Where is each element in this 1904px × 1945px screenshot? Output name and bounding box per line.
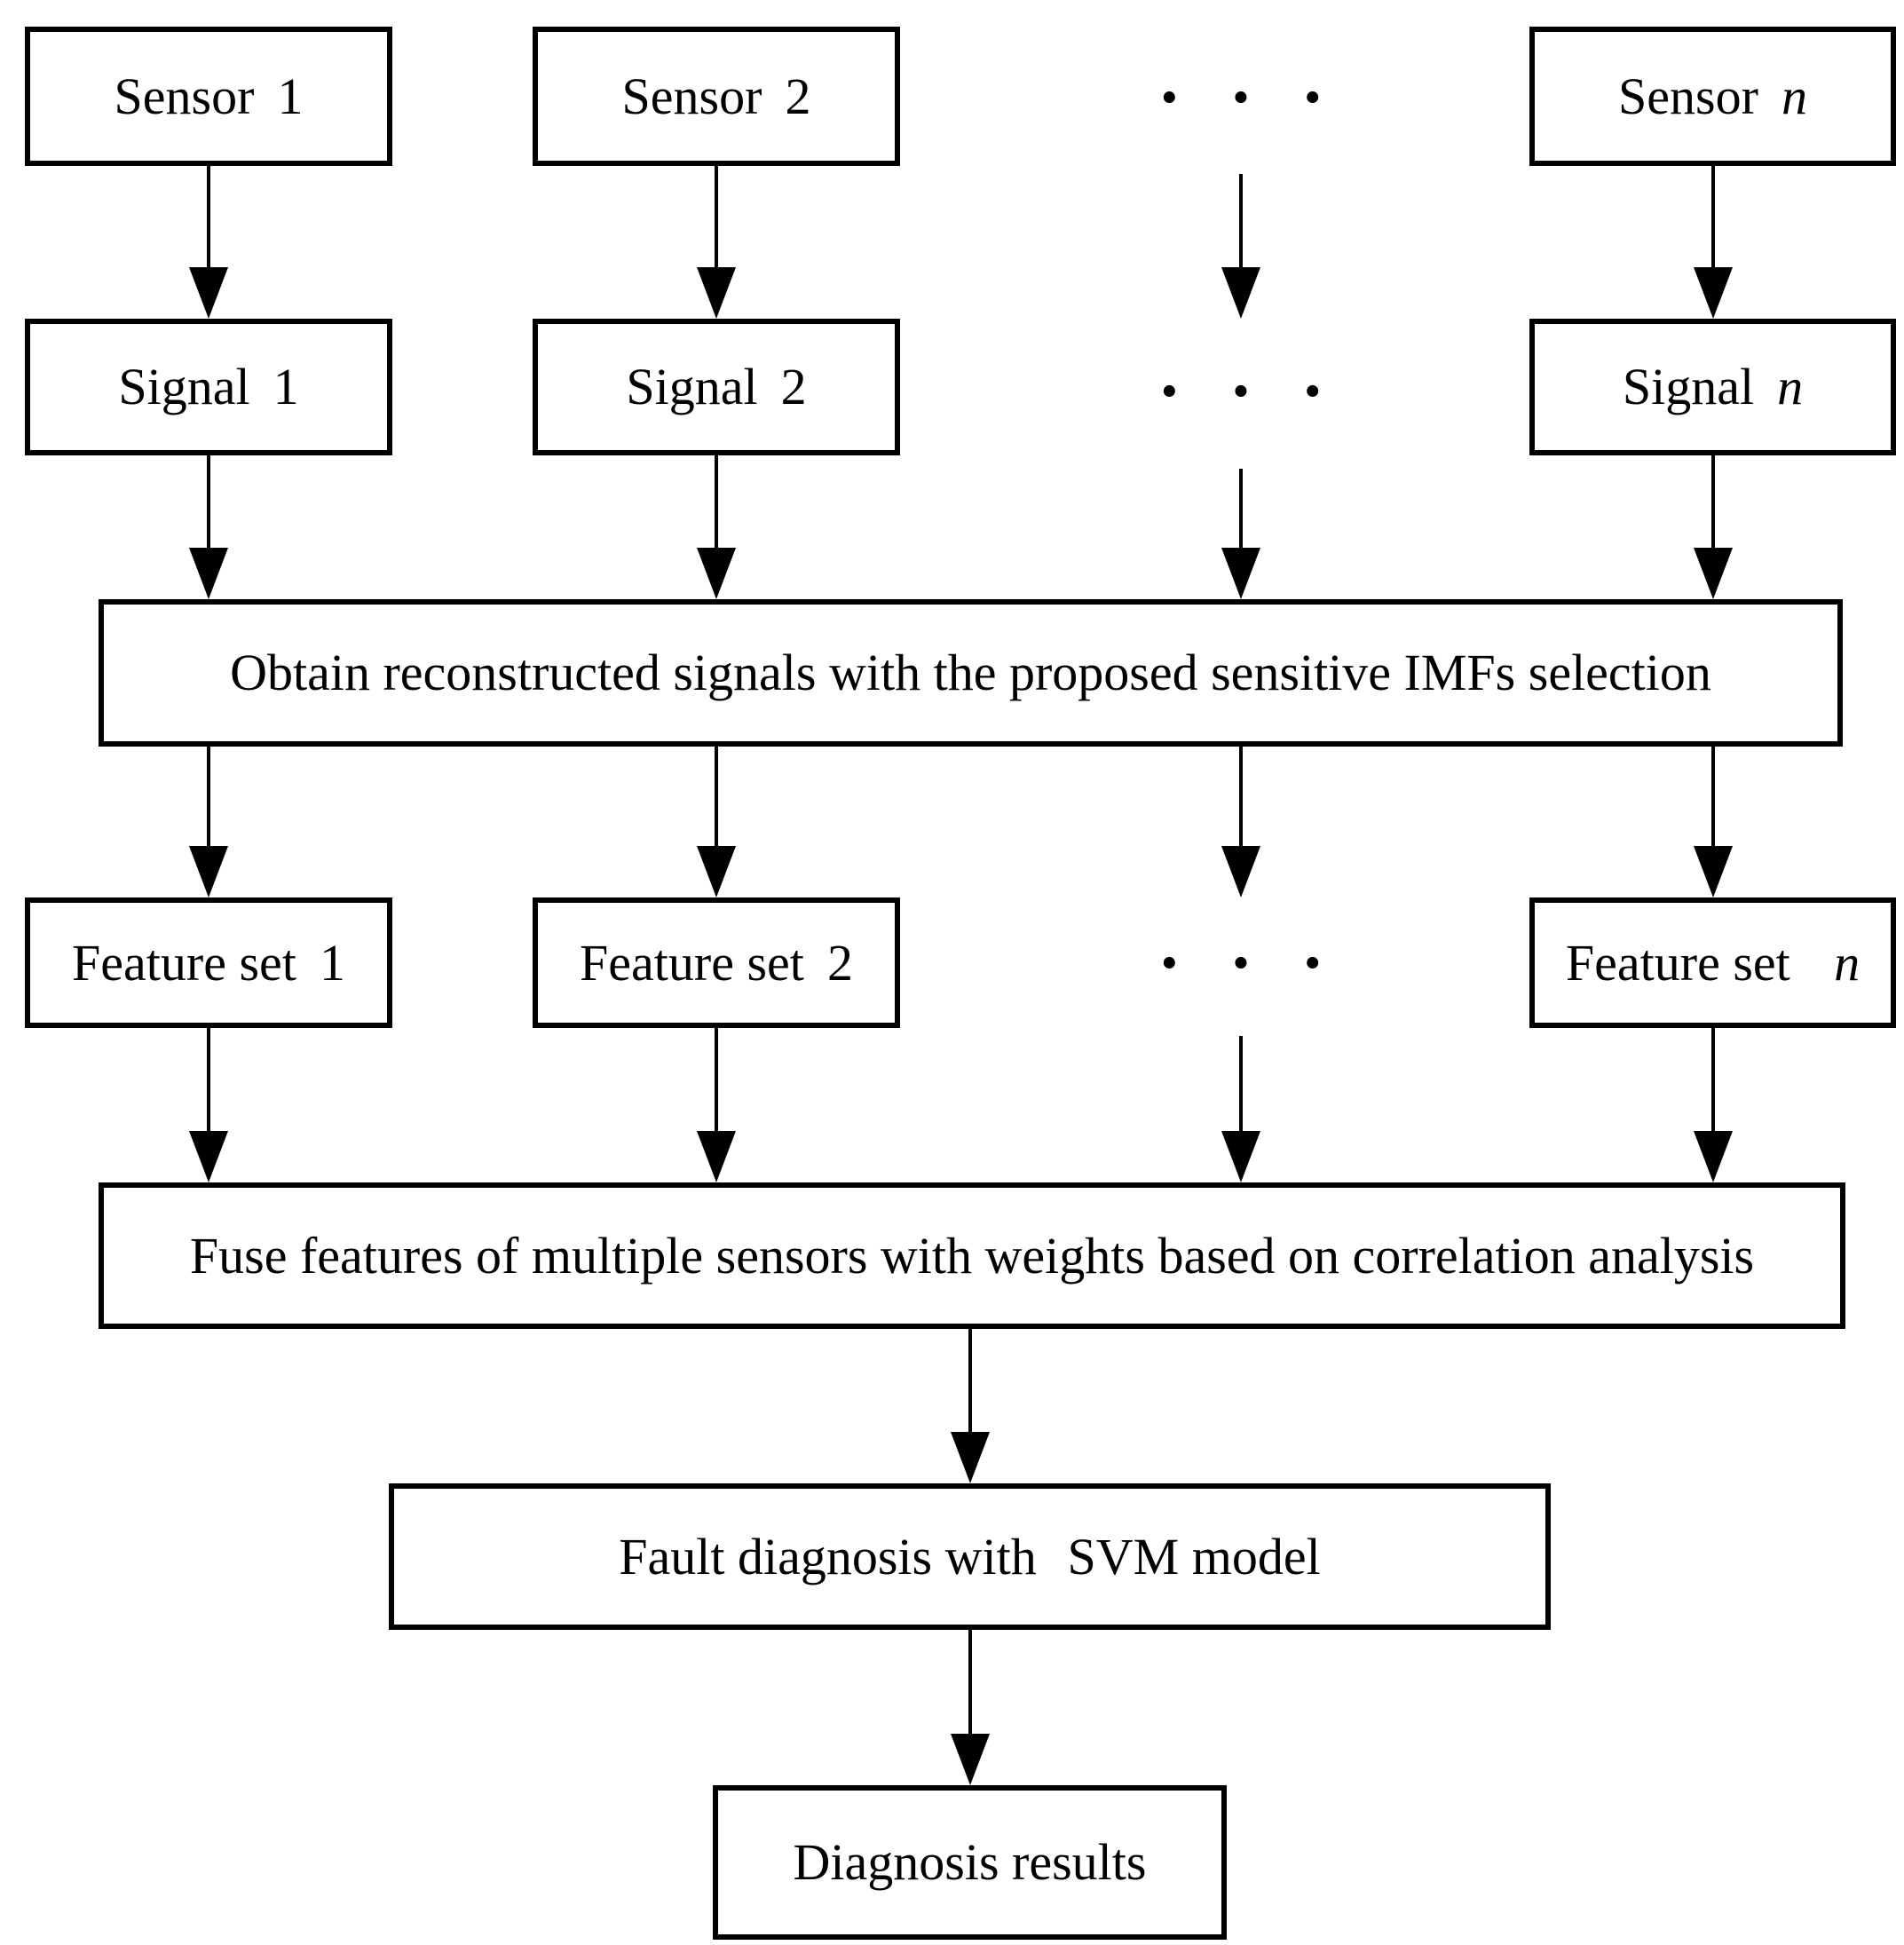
arrow-imf-feature1 [189, 747, 228, 897]
arrow-svm-diagnosis [951, 1630, 990, 1785]
arrow-imf-featuren [1694, 747, 1733, 897]
flow-node-sensor-1: Sensor 1 [25, 27, 392, 166]
arrow-ellipsis-col-row1 [1221, 174, 1260, 319]
arrow-feature1-fusion [189, 1028, 228, 1182]
node-label-part2: SVM model [1067, 1527, 1321, 1585]
arrow-sensor2-signal2 [697, 166, 736, 319]
flow-node-signal-2: Signal 2 [533, 319, 900, 455]
arrow-feature2-fusion [697, 1028, 736, 1182]
flow-node-sensor-2: Sensor 2 [533, 27, 900, 166]
node-label: Signal [626, 358, 758, 416]
arrow-imf-feature2 [697, 747, 736, 897]
arrow-signal1-imf [189, 455, 228, 599]
node-label: Obtain reconstructed signals with the pr… [230, 644, 1711, 702]
arrow-signal2-imf [697, 455, 736, 599]
flow-node-svm: Fault diagnosis with SVM model [389, 1483, 1551, 1630]
ellipsis-row-features: · · · [1157, 924, 1325, 1002]
node-label-index: 2 [785, 67, 811, 125]
node-label: Sensor [1618, 67, 1758, 125]
node-label: Signal [118, 358, 250, 416]
node-label-index: 1 [277, 67, 304, 125]
flow-node-feature-set-2: Feature set 2 [533, 897, 900, 1028]
flow-node-feature-set-1: Feature set 1 [25, 897, 392, 1028]
node-label: Sensor [621, 67, 762, 125]
node-label: Diagnosis results [793, 1833, 1147, 1892]
node-label: Fault diagnosis with [619, 1527, 1037, 1585]
arrow-signaln-imf [1694, 455, 1733, 599]
node-label-index: n [1781, 67, 1807, 125]
flow-node-signal-1: Signal 1 [25, 319, 392, 455]
flow-node-diagnosis-results: Diagnosis results [713, 1785, 1227, 1940]
node-label-index: 2 [826, 933, 853, 992]
arrow-featuren-fusion [1694, 1028, 1733, 1182]
arrow-ellipsis-col-fusion [1221, 1036, 1260, 1182]
node-label: Fuse features of multiple sensors with w… [189, 1226, 1755, 1285]
node-label: Feature set [1565, 933, 1790, 992]
node-label: Feature set [580, 933, 804, 992]
node-label-index: n [1834, 933, 1861, 992]
node-label-index: 2 [780, 358, 807, 416]
arrow-ellipsis-col-imf [1221, 469, 1260, 599]
flow-node-imf-selection: Obtain reconstructed signals with the pr… [99, 599, 1843, 747]
node-label: Feature set [72, 933, 296, 992]
arrow-imf-ellipsis-col [1221, 747, 1260, 897]
node-label: Sensor [114, 67, 255, 125]
node-label-index: 1 [319, 933, 345, 992]
ellipsis-row-sensors: · · · [1157, 59, 1325, 137]
arrow-sensorn-signaln [1694, 166, 1733, 319]
flow-node-feature-set-n: Feature set n [1529, 897, 1896, 1028]
node-label: Signal [1622, 358, 1755, 416]
flow-node-fusion: Fuse features of multiple sensors with w… [99, 1182, 1845, 1329]
node-label-index: n [1777, 358, 1804, 416]
arrow-fusion-svm [951, 1329, 990, 1483]
node-label-index: 1 [273, 358, 299, 416]
ellipsis-row-signals: · · · [1157, 352, 1325, 431]
arrow-sensor1-signal1 [189, 166, 228, 319]
